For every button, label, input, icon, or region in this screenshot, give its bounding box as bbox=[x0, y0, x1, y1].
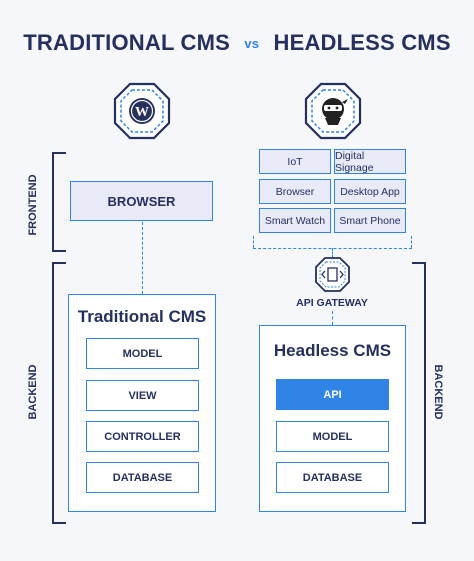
headless-cms-title: Headless CMS bbox=[273, 341, 392, 360]
gateway-connector bbox=[332, 311, 333, 325]
layer-model: MODEL bbox=[86, 338, 199, 369]
wordpress-icon: W bbox=[113, 82, 171, 140]
device-smart-phone: Smart Phone bbox=[334, 208, 406, 233]
frontend-label: FRONTEND bbox=[27, 174, 39, 236]
backend-bracket-right bbox=[412, 262, 426, 524]
diagram-title: TRADITIONAL CMS vs HEADLESS CMS bbox=[0, 30, 474, 56]
traditional-cms-title: Traditional CMS bbox=[77, 307, 207, 326]
layer-view: VIEW bbox=[86, 380, 199, 411]
ninja-mascot-icon bbox=[304, 82, 362, 140]
device-connector bbox=[332, 248, 333, 258]
device-desktop-app: Desktop App bbox=[334, 179, 406, 204]
browser-connector bbox=[142, 222, 143, 294]
device-iot: IoT bbox=[259, 149, 331, 174]
device-smart-watch: Smart Watch bbox=[259, 208, 331, 233]
layer-controller: CONTROLLER bbox=[86, 421, 199, 452]
layer-database-headless: DATABASE bbox=[276, 462, 389, 493]
device-browser: Browser bbox=[259, 179, 331, 204]
title-headless: HEADLESS CMS bbox=[273, 30, 451, 55]
api-gateway-label: API GATEWAY bbox=[296, 297, 368, 309]
svg-text:W: W bbox=[135, 105, 149, 120]
layer-model-headless: MODEL bbox=[276, 421, 389, 452]
layer-database: DATABASE bbox=[86, 462, 199, 493]
title-traditional: TRADITIONAL CMS bbox=[23, 30, 230, 55]
backend-bracket-left bbox=[52, 262, 66, 524]
device-bracket-left bbox=[253, 236, 254, 248]
device-digital-signage: Digital Signage bbox=[334, 149, 406, 174]
device-bracket-right bbox=[411, 236, 412, 248]
backend-label: BACKEND bbox=[27, 364, 39, 420]
browser-box: BROWSER bbox=[70, 181, 213, 221]
api-gateway-icon bbox=[315, 257, 350, 292]
frontend-bracket bbox=[52, 152, 66, 252]
backend-label-right: BACKEND bbox=[432, 364, 444, 420]
title-vs: vs bbox=[244, 36, 260, 51]
layer-api: API bbox=[276, 379, 389, 410]
